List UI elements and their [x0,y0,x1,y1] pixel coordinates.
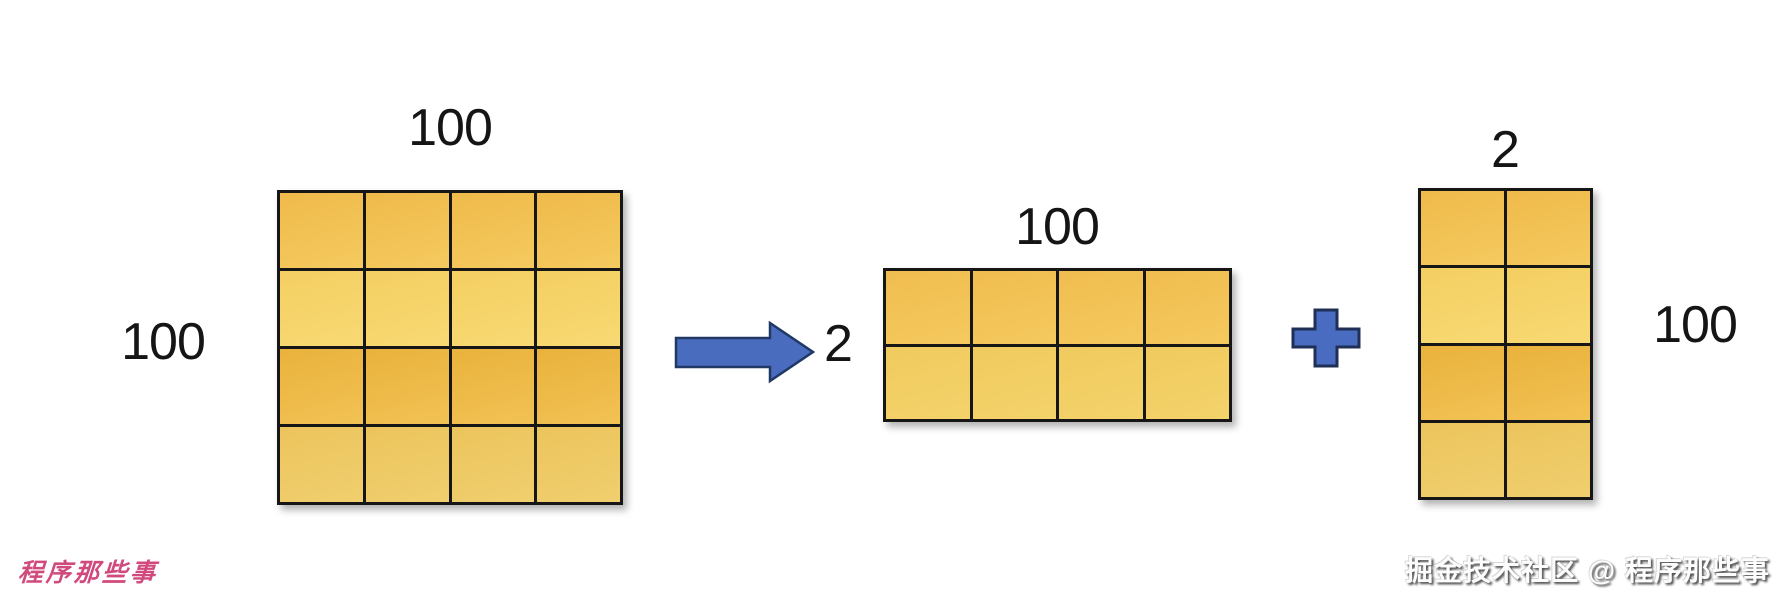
matrix-cell [1145,346,1229,419]
matrix-cell [972,271,1056,344]
matrix-cell [537,349,620,424]
arrow-right-shape [674,320,816,384]
matrix-cell [1507,268,1590,343]
matrix-cell [972,346,1056,419]
matrix-cell [280,193,363,268]
matrix-cell [537,193,620,268]
column-block-right-label: 100 [1653,296,1738,354]
matrix-cell [451,349,535,424]
matrix-cell [537,427,620,502]
original-matrix-top-label: 100 [408,99,493,157]
matrix-cell [280,427,363,502]
row-block-left-label: 2 [824,315,853,373]
matrix-cell [365,271,449,346]
matrix-cell [1059,271,1143,344]
matrix-cell [365,193,449,268]
matrix-cell [365,427,449,502]
matrix-cell [1421,345,1504,420]
arrow-right-icon [674,320,816,389]
matrix-cell [1507,422,1590,497]
matrix-cell [1145,271,1229,344]
matrix-cell [1059,346,1143,419]
matrix-cell [886,346,970,419]
original-matrix-left-label: 100 [121,313,206,371]
matrix-cell [451,427,535,502]
column-block-top-label: 2 [1491,121,1520,179]
brand-watermark-right: 掘金技术社区 @ 程序那些事 [1405,555,1770,586]
matrix-cell [537,271,620,346]
original-matrix-grid [277,190,623,505]
matrix-cell [1507,345,1590,420]
matrix-cell [280,349,363,424]
matrix-cell [280,271,363,346]
row-block-top-label: 100 [1015,198,1100,256]
plus-icon [1291,308,1361,373]
matrix-cell [1421,191,1504,266]
plus-shape [1291,308,1361,368]
matrix-cell [1421,422,1504,497]
matrix-cell [365,349,449,424]
matrix-cell [1421,268,1504,343]
matrix-cell [451,271,535,346]
row-block-grid [883,268,1232,422]
column-block-grid [1418,188,1593,500]
brand-watermark-left: 程序那些事 [17,558,160,587]
matrix-cell [1507,191,1590,266]
matrix-cell [886,271,970,344]
matrix-cell [451,193,535,268]
